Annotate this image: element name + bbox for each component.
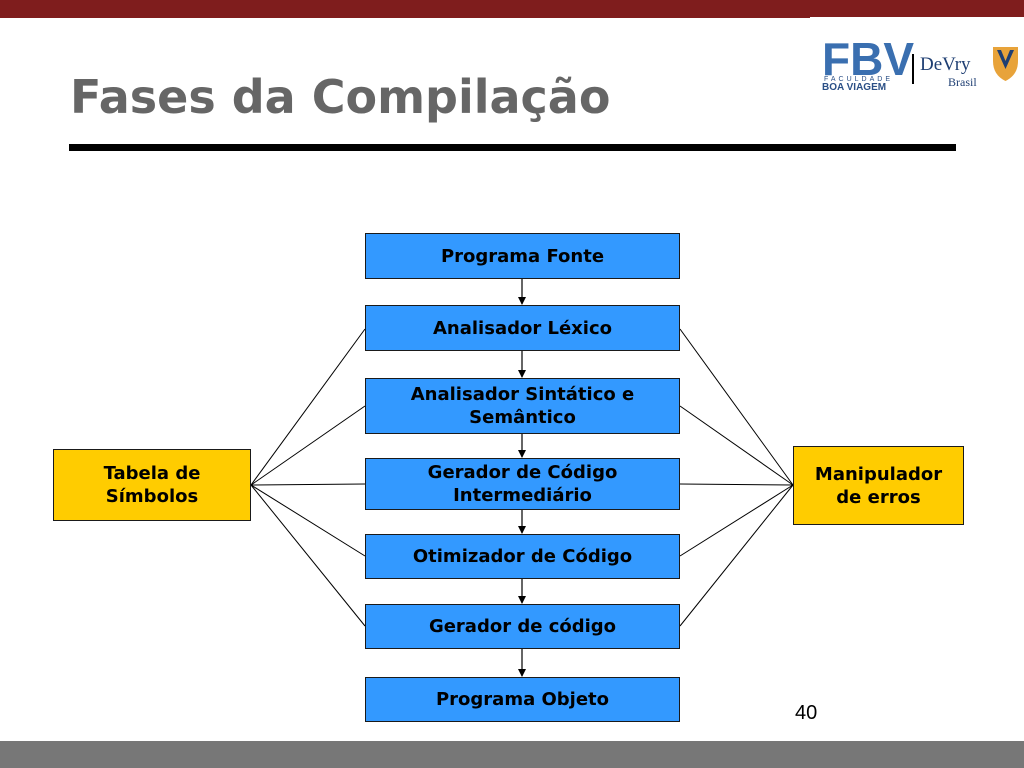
error-handler-link (679, 484, 794, 627)
error-handler-link (679, 405, 794, 486)
error-handler-box: Manipulador de erros (793, 446, 964, 525)
bottom-footer-bar (0, 741, 1024, 768)
devry-shield-icon (993, 47, 1018, 81)
phase-source-program: Programa Fonte (365, 233, 680, 279)
phase-label: Otimizador de Código (412, 546, 633, 567)
phase-label: Analisador Léxico (433, 317, 612, 339)
devry-logo-region: Brasil (948, 75, 977, 89)
top-accent-bar (0, 0, 1024, 18)
phase-label: Programa Objeto (435, 689, 610, 710)
logo-graphic: FBV FACULDADE BOA VIAGEM DeVry Brasil (822, 33, 1018, 93)
symbol-table-label: Tabela de Símbolos (103, 463, 201, 507)
fbv-logo-subtitle: FACULDADE (824, 76, 893, 83)
phase-label: Analisador Sintático e Semântico (410, 384, 635, 428)
phase-label: Programa Fonte (440, 245, 605, 267)
error-handler-link (679, 328, 794, 486)
phase-code-generator: Gerador de código (365, 604, 680, 649)
symbol-table-box: Tabela de Símbolos (53, 449, 251, 521)
devry-logo-name: DeVry (920, 54, 971, 75)
page-number: 40 (795, 702, 818, 724)
slide-title: Fases da Compilação (70, 70, 611, 124)
symbol-table-link (250, 484, 366, 627)
symbol-table-link (250, 483, 366, 486)
symbol-table-link (250, 405, 366, 486)
phase-intermediate-code-generator: Gerador de Código Intermediário (365, 458, 680, 510)
error-handler-link (679, 483, 794, 486)
error-handler-label: Manipulador de erros (814, 463, 943, 508)
symbol-table-link (250, 484, 366, 557)
logo-divider (912, 54, 914, 84)
title-underline (69, 144, 956, 151)
symbol-table-link (250, 328, 366, 486)
phase-object-program: Programa Objeto (365, 677, 680, 722)
institution-logo: FBV FACULDADE BOA VIAGEM DeVry Brasil (810, 17, 1024, 102)
phase-code-optimizer: Otimizador de Código (365, 534, 680, 579)
fbv-logo-mark: FBV (822, 33, 914, 85)
fbv-logo-name: BOA VIAGEM (822, 82, 886, 93)
error-handler-link (679, 484, 794, 557)
phase-label: Gerador de código (428, 616, 617, 637)
phase-syntax-semantic-analyzer: Analisador Sintático e Semântico (365, 378, 680, 434)
phase-lexical-analyzer: Analisador Léxico (365, 305, 680, 351)
phase-label: Gerador de Código Intermediário (427, 462, 618, 506)
